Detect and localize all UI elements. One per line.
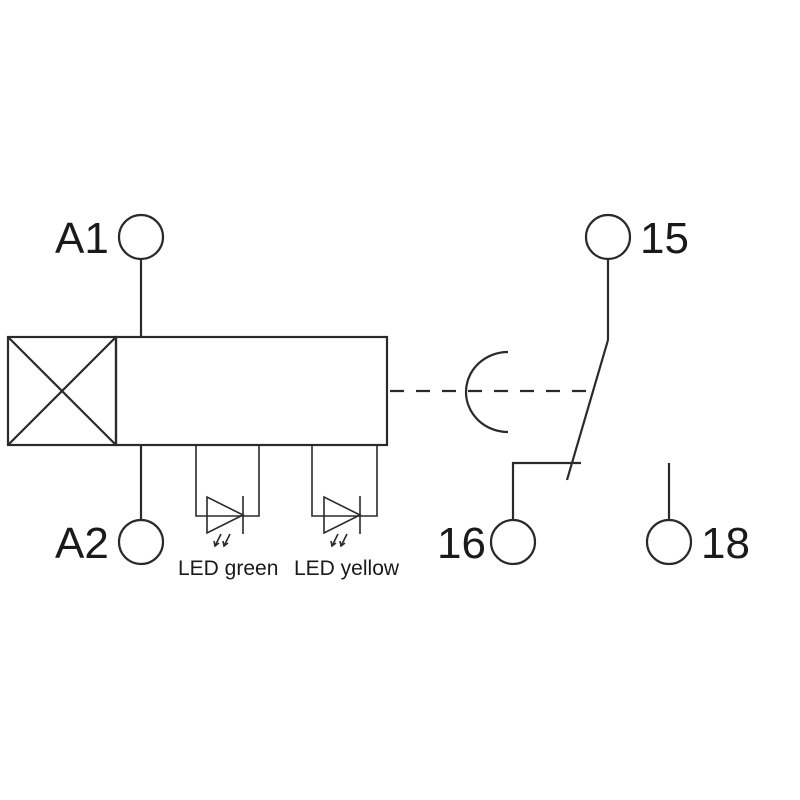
wire-16-contact — [511, 461, 581, 520]
terminal-15 — [584, 213, 632, 261]
terminal-a1 — [117, 213, 165, 261]
relay-body — [114, 335, 389, 447]
terminal-16-label: 16 — [437, 519, 486, 568]
led-green-label: LED green — [178, 557, 278, 580]
led-green-symbol — [195, 445, 260, 548]
led-yellow-label: LED yellow — [294, 557, 400, 580]
terminal-15-label: 15 — [640, 214, 689, 263]
linkage-arc — [464, 350, 509, 434]
terminal-16 — [489, 518, 537, 566]
terminal-18-label: 18 — [701, 519, 750, 568]
led-yellow-symbol — [311, 445, 378, 548]
terminal-a1-label: A1 — [55, 214, 109, 263]
coil-cross-2 — [7, 336, 117, 446]
switch-blade — [565, 339, 610, 481]
terminal-a2 — [117, 518, 165, 566]
terminal-a2-label: A2 — [55, 519, 109, 568]
terminal-18 — [645, 518, 693, 566]
